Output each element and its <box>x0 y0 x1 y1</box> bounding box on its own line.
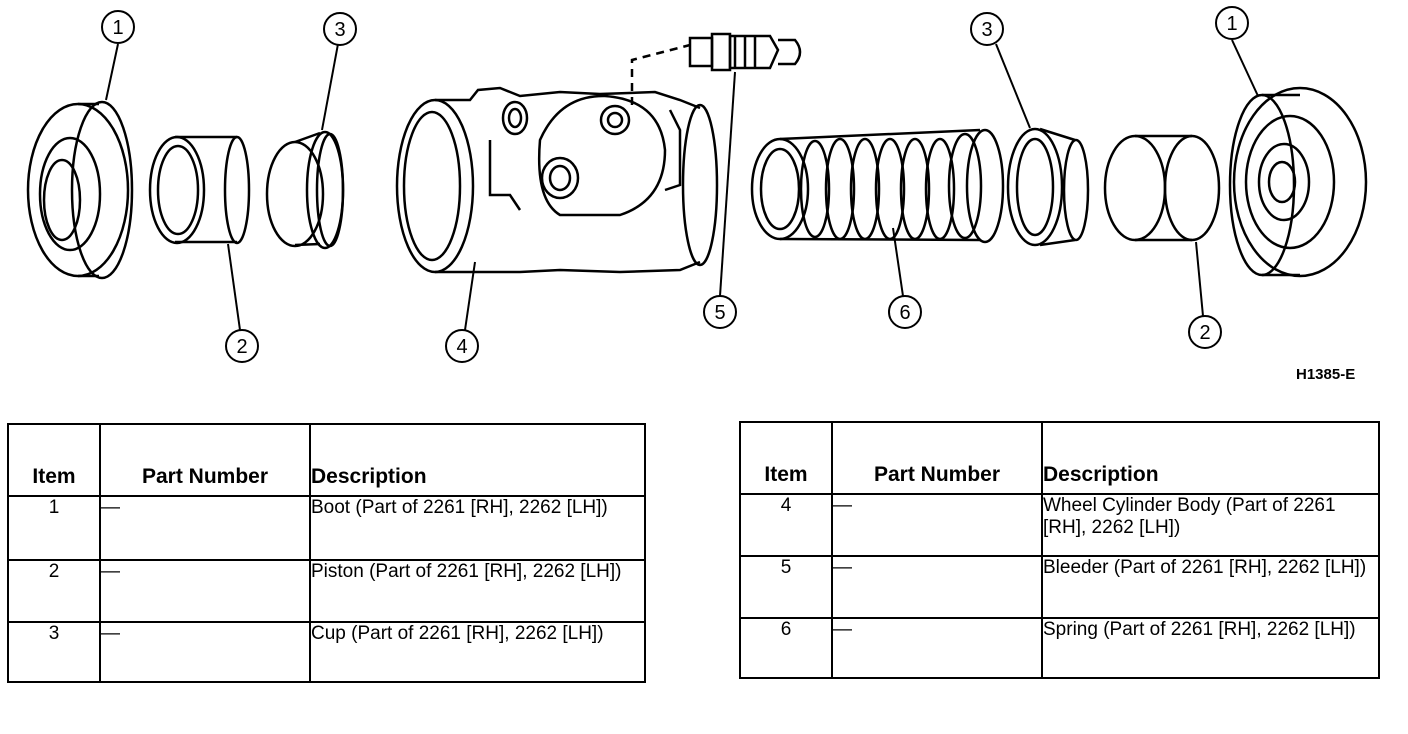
callout-label: 1 <box>1226 13 1237 35</box>
item-number: 6 <box>740 618 833 678</box>
table-row: 3 — Cup (Part of 2261 [RH], 2262 [LH]) <box>8 622 645 682</box>
header-part-number: Part Number <box>832 422 1043 495</box>
callout-5: 5 <box>703 295 737 329</box>
piston-right-drawing <box>1103 134 1221 242</box>
callout-2-right: 2 <box>1188 315 1222 349</box>
part-number: — <box>100 622 311 682</box>
item-number: 4 <box>740 494 833 557</box>
item-number: 2 <box>8 560 101 623</box>
callout-3-left: 3 <box>323 12 357 46</box>
table-row: 2 — Piston (Part of 2261 [RH], 2262 [LH]… <box>8 560 645 623</box>
description: Spring (Part of 2261 [RH], 2262 [LH]) <box>1043 619 1356 640</box>
callout-label: 2 <box>236 336 247 358</box>
bleeder-drawing <box>630 32 802 105</box>
description: Boot (Part of 2261 [RH], 2262 [LH]) <box>310 496 645 561</box>
callout-2-left: 2 <box>225 329 259 363</box>
description: Wheel Cylinder Body (Part of 2261 [RH], … <box>1042 494 1379 557</box>
figure-code: H1385-E <box>1296 366 1356 383</box>
description: Bleeder (Part of 2261 [RH], 2262 [LH]) <box>1042 556 1379 619</box>
callout-label: 6 <box>899 302 910 324</box>
part-number: — <box>832 556 1043 619</box>
callout-1-left: 1 <box>101 10 135 44</box>
table-row: 4 — Wheel Cylinder Body (Part of 2261 [R… <box>740 494 1379 557</box>
callout-1-right: 1 <box>1215 6 1249 40</box>
parts-table-right: Item Part Number Description 4 — Wheel C… <box>739 421 1380 679</box>
boot-left-drawing <box>26 100 134 280</box>
callout-label: 5 <box>714 302 725 324</box>
callout-4: 4 <box>445 329 479 363</box>
callout-label: 3 <box>334 19 345 41</box>
wheel-cylinder-body-drawing <box>395 86 719 274</box>
part-number: — <box>832 618 1043 678</box>
item-number: 1 <box>8 496 101 561</box>
item-number: 5 <box>740 556 833 619</box>
description: Cup (Part of 2261 [RH], 2262 [LH]) <box>311 623 604 644</box>
callout-label: 3 <box>981 19 992 41</box>
parts-table-left: Item Part Number Description 1 — Boot (P… <box>7 423 646 683</box>
callout-label: 1 <box>112 17 123 39</box>
cup-right-drawing <box>1006 127 1090 247</box>
callout-label: 2 <box>1199 322 1210 344</box>
exploded-view-diagram: 1 2 3 4 5 6 3 1 2 <box>26 6 1368 363</box>
callout-label: 4 <box>456 336 467 358</box>
header-item: Item <box>8 424 101 497</box>
callout-3-right: 3 <box>970 12 1004 46</box>
header-item: Item <box>740 422 833 495</box>
cup-left-drawing <box>265 130 345 250</box>
item-number: 3 <box>8 622 101 682</box>
part-number: — <box>100 560 311 623</box>
header-description: Description <box>310 424 645 497</box>
piston-left-drawing <box>148 135 251 245</box>
description: Piston (Part of 2261 [RH], 2262 [LH]) <box>310 560 645 623</box>
header-description: Description <box>1042 422 1379 495</box>
header-part-number: Part Number <box>100 424 311 497</box>
callout-6: 6 <box>888 295 922 329</box>
part-number: — <box>100 496 311 561</box>
spring-drawing <box>750 128 1005 244</box>
part-number: — <box>832 494 1043 557</box>
table-row: 6 — Spring (Part of 2261 [RH], 2262 [LH]… <box>740 618 1379 678</box>
leader-lines <box>105 39 1259 331</box>
table-row: 5 — Bleeder (Part of 2261 [RH], 2262 [LH… <box>740 556 1379 619</box>
boot-right-drawing <box>1228 86 1368 278</box>
table-row: 1 — Boot (Part of 2261 [RH], 2262 [LH]) <box>8 496 645 561</box>
